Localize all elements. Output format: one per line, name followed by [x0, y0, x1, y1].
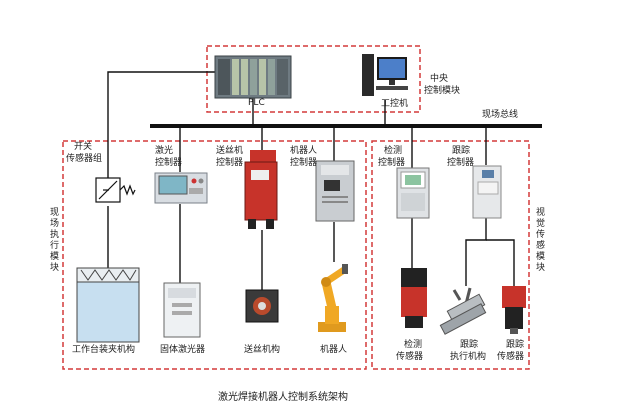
track-sensor-label-line1: 跟踪 — [506, 340, 525, 350]
ipc-icon — [362, 54, 408, 96]
central-title-line2: 控制模块 — [424, 86, 461, 96]
wire-track-actuator — [465, 218, 487, 286]
wirefeed-mechanism-icon — [245, 289, 279, 323]
detect-sensor-icon — [401, 268, 427, 328]
wirefeed-controller-icon — [244, 150, 278, 229]
track-controller-icon — [472, 165, 502, 219]
exec-module-side-label: 现场执行模块 — [49, 208, 59, 273]
detect-sensor-label-line1: 检测 — [404, 340, 423, 350]
detect-sensor-label-line2: 传感器 — [396, 352, 424, 362]
robot-controller-label-line1: 机器人 — [290, 146, 318, 156]
track-controller-label-line2: 控制器 — [447, 158, 475, 168]
wirefeed-controller-label-line1: 送丝机 — [216, 146, 244, 156]
wire-plc-switch — [107, 71, 215, 190]
ipc-label: 工控机 — [381, 99, 409, 109]
detect-controller-icon — [396, 167, 430, 219]
robot-controller-label-line2: 控制器 — [290, 158, 318, 168]
vision-module-side-label: 视觉传感模块 — [535, 208, 545, 273]
track-sensor-label-line2: 传感器 — [497, 352, 525, 362]
wiring — [107, 71, 542, 290]
figure-caption: 激光焊接机器人控制系统架构 — [218, 392, 348, 403]
fieldbus-label: 现场总线 — [482, 110, 519, 120]
robot-controller-icon — [315, 160, 355, 222]
wire-track-sensor — [486, 239, 515, 286]
solid-laser-label: 固体激光器 — [160, 345, 206, 355]
workbench-clamp-label: 工作台装夹机构 — [72, 345, 136, 355]
central-module-boundary — [206, 45, 421, 113]
wirefeed-controller-label-line2: 控制器 — [216, 158, 244, 168]
laser-controller-icon — [154, 172, 208, 204]
track-controller-label-line1: 跟踪 — [452, 146, 471, 156]
detect-controller-label-line1: 检测 — [384, 146, 403, 156]
switch-sensor-icon — [95, 177, 136, 203]
laser-controller-label-line2: 控制器 — [155, 158, 183, 168]
switch-sensor-label-line1: 开关 — [74, 142, 93, 152]
wirefeed-mechanism-label: 送丝机构 — [244, 345, 281, 355]
plc-rack-icon — [214, 55, 292, 99]
solid-laser-icon — [163, 282, 201, 338]
robot-label: 机器人 — [320, 345, 348, 355]
track-sensor-icon — [502, 286, 526, 334]
track-actuator-label-line2: 执行机构 — [450, 352, 487, 362]
vision-module-boundary — [371, 140, 530, 370]
exec-module-boundary — [62, 140, 367, 370]
track-actuator-icon — [439, 287, 487, 335]
central-title-line1: 中央 — [430, 74, 449, 84]
plc-label: PLC — [248, 98, 265, 108]
detect-controller-label-line2: 控制器 — [378, 158, 406, 168]
workbench-clamp-icon — [76, 267, 140, 343]
robot-arm-icon — [318, 264, 348, 332]
track-actuator-label-line1: 跟踪 — [460, 340, 479, 350]
laser-controller-label-line1: 激光 — [155, 146, 174, 156]
switch-sensor-label-line2: 传感器组 — [66, 154, 103, 164]
